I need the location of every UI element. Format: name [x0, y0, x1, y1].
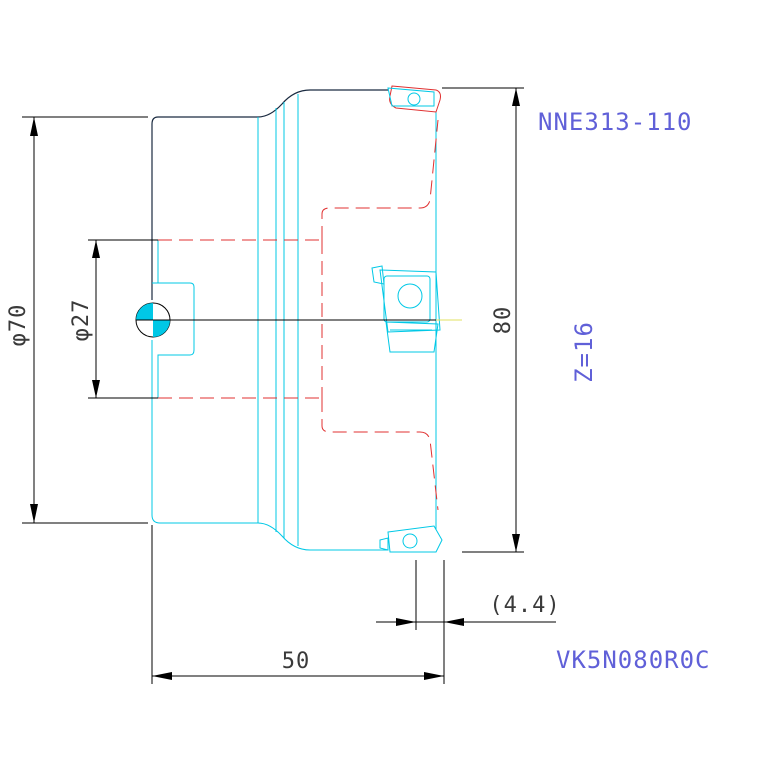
hidden-lines — [158, 119, 439, 511]
dimension-outer-diameter: φ70 — [6, 116, 148, 524]
cutting-diameter-label: 80 — [491, 306, 516, 335]
teeth-label: Z=16 — [570, 321, 598, 383]
height-label: 50 — [282, 649, 311, 674]
center-mark-icon — [135, 302, 171, 338]
dimension-insert-offset: (4.4) — [376, 560, 560, 630]
insert-offset-label: (4.4) — [489, 593, 560, 618]
part-number-label: VK5N080R0C — [556, 646, 711, 674]
insert-code-label: NNE313-110 — [538, 108, 693, 136]
dimension-bore-diameter: φ27 — [69, 239, 158, 399]
dimension-height: 50 — [151, 525, 445, 684]
bore-diameter-label: φ27 — [69, 299, 94, 342]
outer-diameter-label: φ70 — [6, 304, 31, 347]
insert-middle — [371, 265, 441, 353]
insert-top — [387, 85, 441, 113]
dimension-cutting-diameter: 80 — [442, 87, 524, 553]
insert-bottom — [379, 525, 443, 553]
